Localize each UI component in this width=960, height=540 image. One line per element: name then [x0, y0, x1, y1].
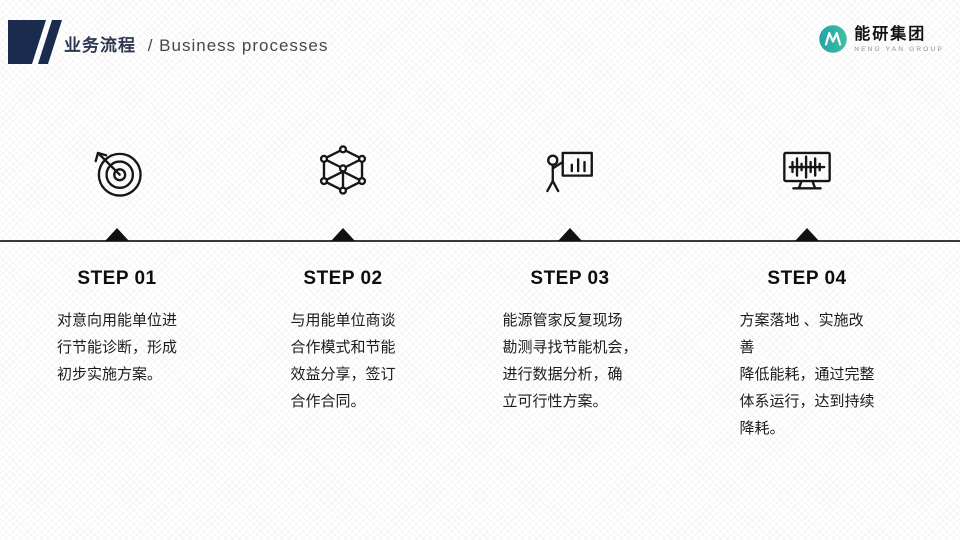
presenter-chart-icon — [475, 142, 665, 202]
page-title: 业务流程 / Business processes — [64, 31, 328, 56]
step-description: 能源管家反复现场 勘测寻找节能机会， 进行数据分析，确 立可行性方案。 — [502, 312, 638, 410]
company-logo: 能研集团 NENG YAN GROUP — [818, 24, 944, 54]
step-description: 方案落地 、实施改 善 降低能耗，通过完整 体系运行，达到持续 降耗。 — [739, 312, 875, 437]
slide-header: 业务流程 / Business processes 能研集团 NENG YAN … — [0, 0, 960, 72]
logo-name-en: NENG YAN GROUP — [854, 45, 944, 53]
step-description: 对意向用能单位进 行节能诊断，形成 初步实施方案。 — [56, 312, 177, 383]
logo-mark-icon — [819, 25, 847, 53]
step-description: 与用能单位商谈 合作模式和节能 效益分享，签订 合作合同。 — [290, 312, 396, 410]
step-label: STEP 04 — [767, 268, 847, 289]
step-label: STEP 02 — [303, 268, 383, 289]
logo-text: 能研集团 NENG YAN GROUP — [854, 26, 944, 53]
timeline-marker-triangle — [558, 228, 582, 241]
timeline-axis — [0, 240, 960, 242]
target-dart-icon — [22, 142, 212, 202]
step-label: STEP 01 — [77, 268, 157, 289]
monitor-waveform-icon — [712, 142, 902, 202]
timeline-marker-triangle — [795, 228, 819, 241]
timeline-marker-triangle — [105, 228, 129, 241]
timeline-marker-triangle — [331, 228, 355, 241]
step-column-2: STEP 02 与用能单位商谈 合作模式和节能 效益分享，签订 合作合同。 — [248, 142, 438, 415]
page-title-cn: 业务流程 — [64, 36, 136, 55]
step-column-3: STEP 03 能源管家反复现场 勘测寻找节能机会， 进行数据分析，确 立可行性… — [475, 142, 665, 415]
page-title-en: / Business processes — [147, 36, 329, 55]
step-column-4: STEP 04 方案落地 、实施改 善 降低能耗，通过完整 体系运行，达到持续 … — [712, 142, 902, 442]
logo-name-cn: 能研集团 — [854, 25, 927, 43]
header-flag-decoration — [8, 20, 62, 64]
step-label: STEP 03 — [530, 268, 610, 289]
step-column-1: STEP 01 对意向用能单位进 行节能诊断，形成 初步实施方案。 — [22, 142, 212, 388]
node-cube-icon — [248, 142, 438, 202]
